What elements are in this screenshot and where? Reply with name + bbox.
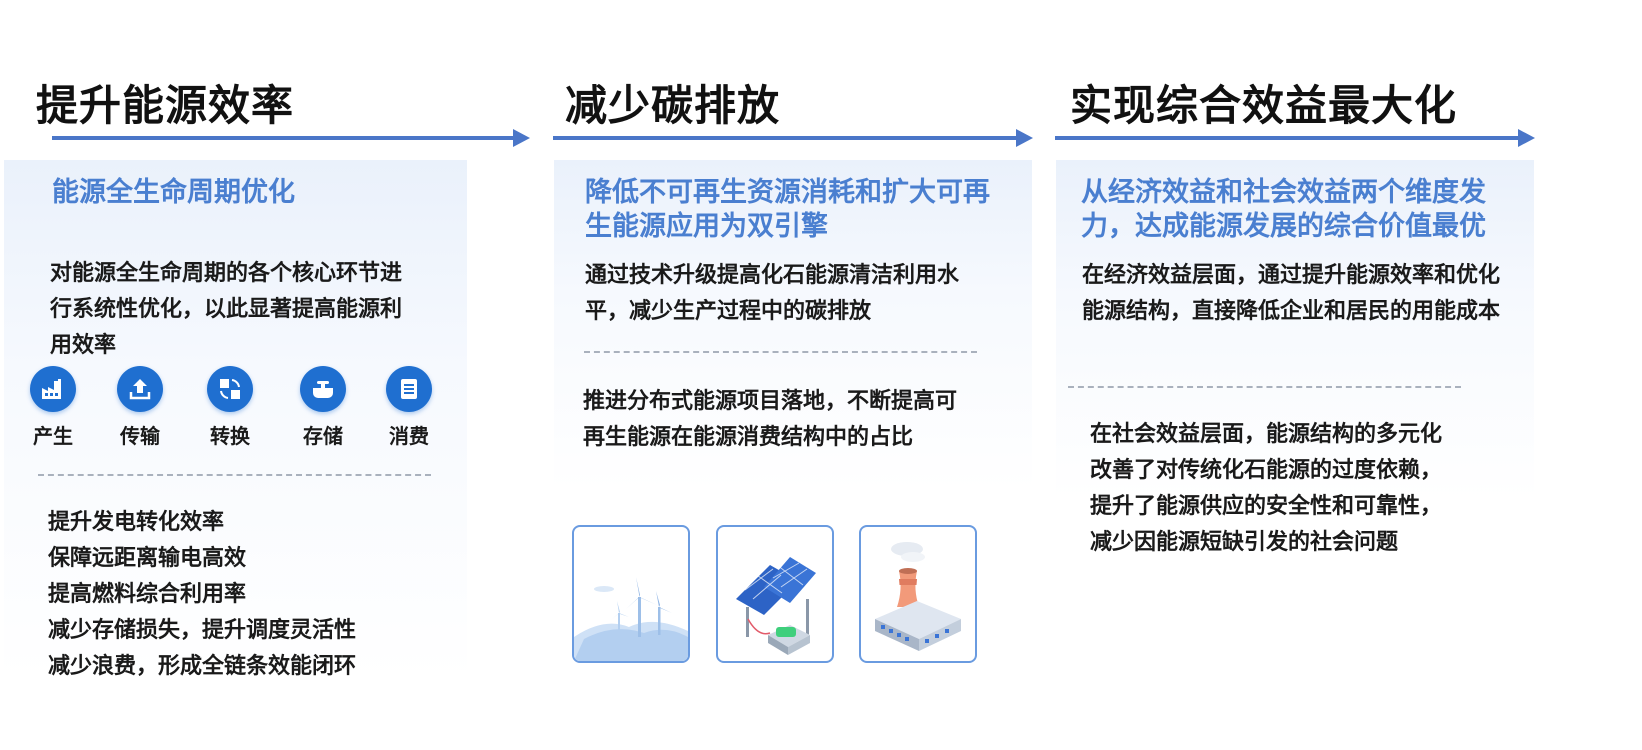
- stage-label: 产生: [33, 424, 73, 448]
- column-3-divider: [1068, 386, 1461, 388]
- column-3-panel: [1056, 160, 1534, 500]
- column-1-subtitle: 能源全生命周期优化: [52, 177, 295, 208]
- stage-consume: 消费: [374, 366, 444, 449]
- storage-icon: [300, 366, 346, 412]
- column-2-paragraph-1: 通过技术升级提高化石能源清洁利用水平，减少生产过程中的碳排放: [585, 263, 960, 324]
- solar-panel-card: [716, 525, 834, 663]
- column-1-title: 提升能源效率: [36, 81, 295, 130]
- stage-label: 存储: [303, 424, 343, 448]
- column-1-arrow: [52, 129, 530, 147]
- upload-icon: [117, 366, 163, 412]
- column-2-subtitle: 降低不可再生资源消耗和扩大可再生能源应用为双引擎: [585, 177, 990, 242]
- stage-transmit: 传输: [105, 366, 175, 449]
- list-item: 保障远距离输电高效: [48, 546, 247, 571]
- column-3-title: 实现综合效益最大化: [1070, 81, 1458, 130]
- stage-label: 传输: [120, 424, 160, 448]
- power-plant-icon: [875, 542, 961, 651]
- column-3-subtitle: 从经济效益和社会效益两个维度发力，达成能源发展的综合价值最优: [1081, 177, 1486, 242]
- wind-turbine-card: [572, 525, 690, 663]
- column-2-arrow: [553, 129, 1033, 147]
- column-2-paragraph-2: 推进分布式能源项目落地，不断提高可再生能源在能源消费结构中的占比: [583, 389, 958, 450]
- column-1-panel: [4, 160, 467, 680]
- stage-convert: 转换: [195, 366, 265, 449]
- wind-turbine-icon: [574, 577, 688, 661]
- column-3-paragraph-2: 在社会效益层面，能源结构的多元化改善了对传统化石能源的过度依赖，提升了能源供应的…: [1090, 422, 1443, 555]
- column-3-paragraph-1: 在经济效益层面，通过提升能源效率和优化能源结构，直接降低企业和居民的用能成本: [1082, 263, 1501, 324]
- stage-label: 转换: [210, 424, 250, 448]
- stage-produce: 产生: [18, 366, 88, 449]
- list-item: 提高燃料综合利用率: [48, 582, 247, 607]
- column-1-list: 提升发电转化效率 保障远距离输电高效 提高燃料综合利用率 减少存储损失，提升调度…: [48, 505, 356, 685]
- document-icon: [386, 366, 432, 412]
- factory-icon: [30, 366, 76, 412]
- column-3-arrow: [1055, 129, 1535, 147]
- column-2-panel: [554, 160, 1032, 490]
- list-item: 减少浪费，形成全链条效能闭环: [48, 654, 357, 679]
- column-2-title: 减少碳排放: [565, 81, 781, 130]
- convert-icon: [207, 366, 253, 412]
- column-1-description: 对能源全生命周期的各个核心环节进行系统性优化，以此显著提高能源利用效率: [50, 261, 403, 358]
- power-plant-card: [859, 525, 977, 663]
- stage-label: 消费: [389, 424, 429, 448]
- list-item: 提升发电转化效率: [48, 510, 225, 535]
- column-1-divider: [38, 474, 431, 476]
- list-item: 减少存储损失，提升调度灵活性: [48, 618, 357, 643]
- solar-panel-icon: [736, 557, 816, 655]
- stage-store: 存储: [288, 366, 358, 449]
- column-2-divider: [584, 351, 977, 353]
